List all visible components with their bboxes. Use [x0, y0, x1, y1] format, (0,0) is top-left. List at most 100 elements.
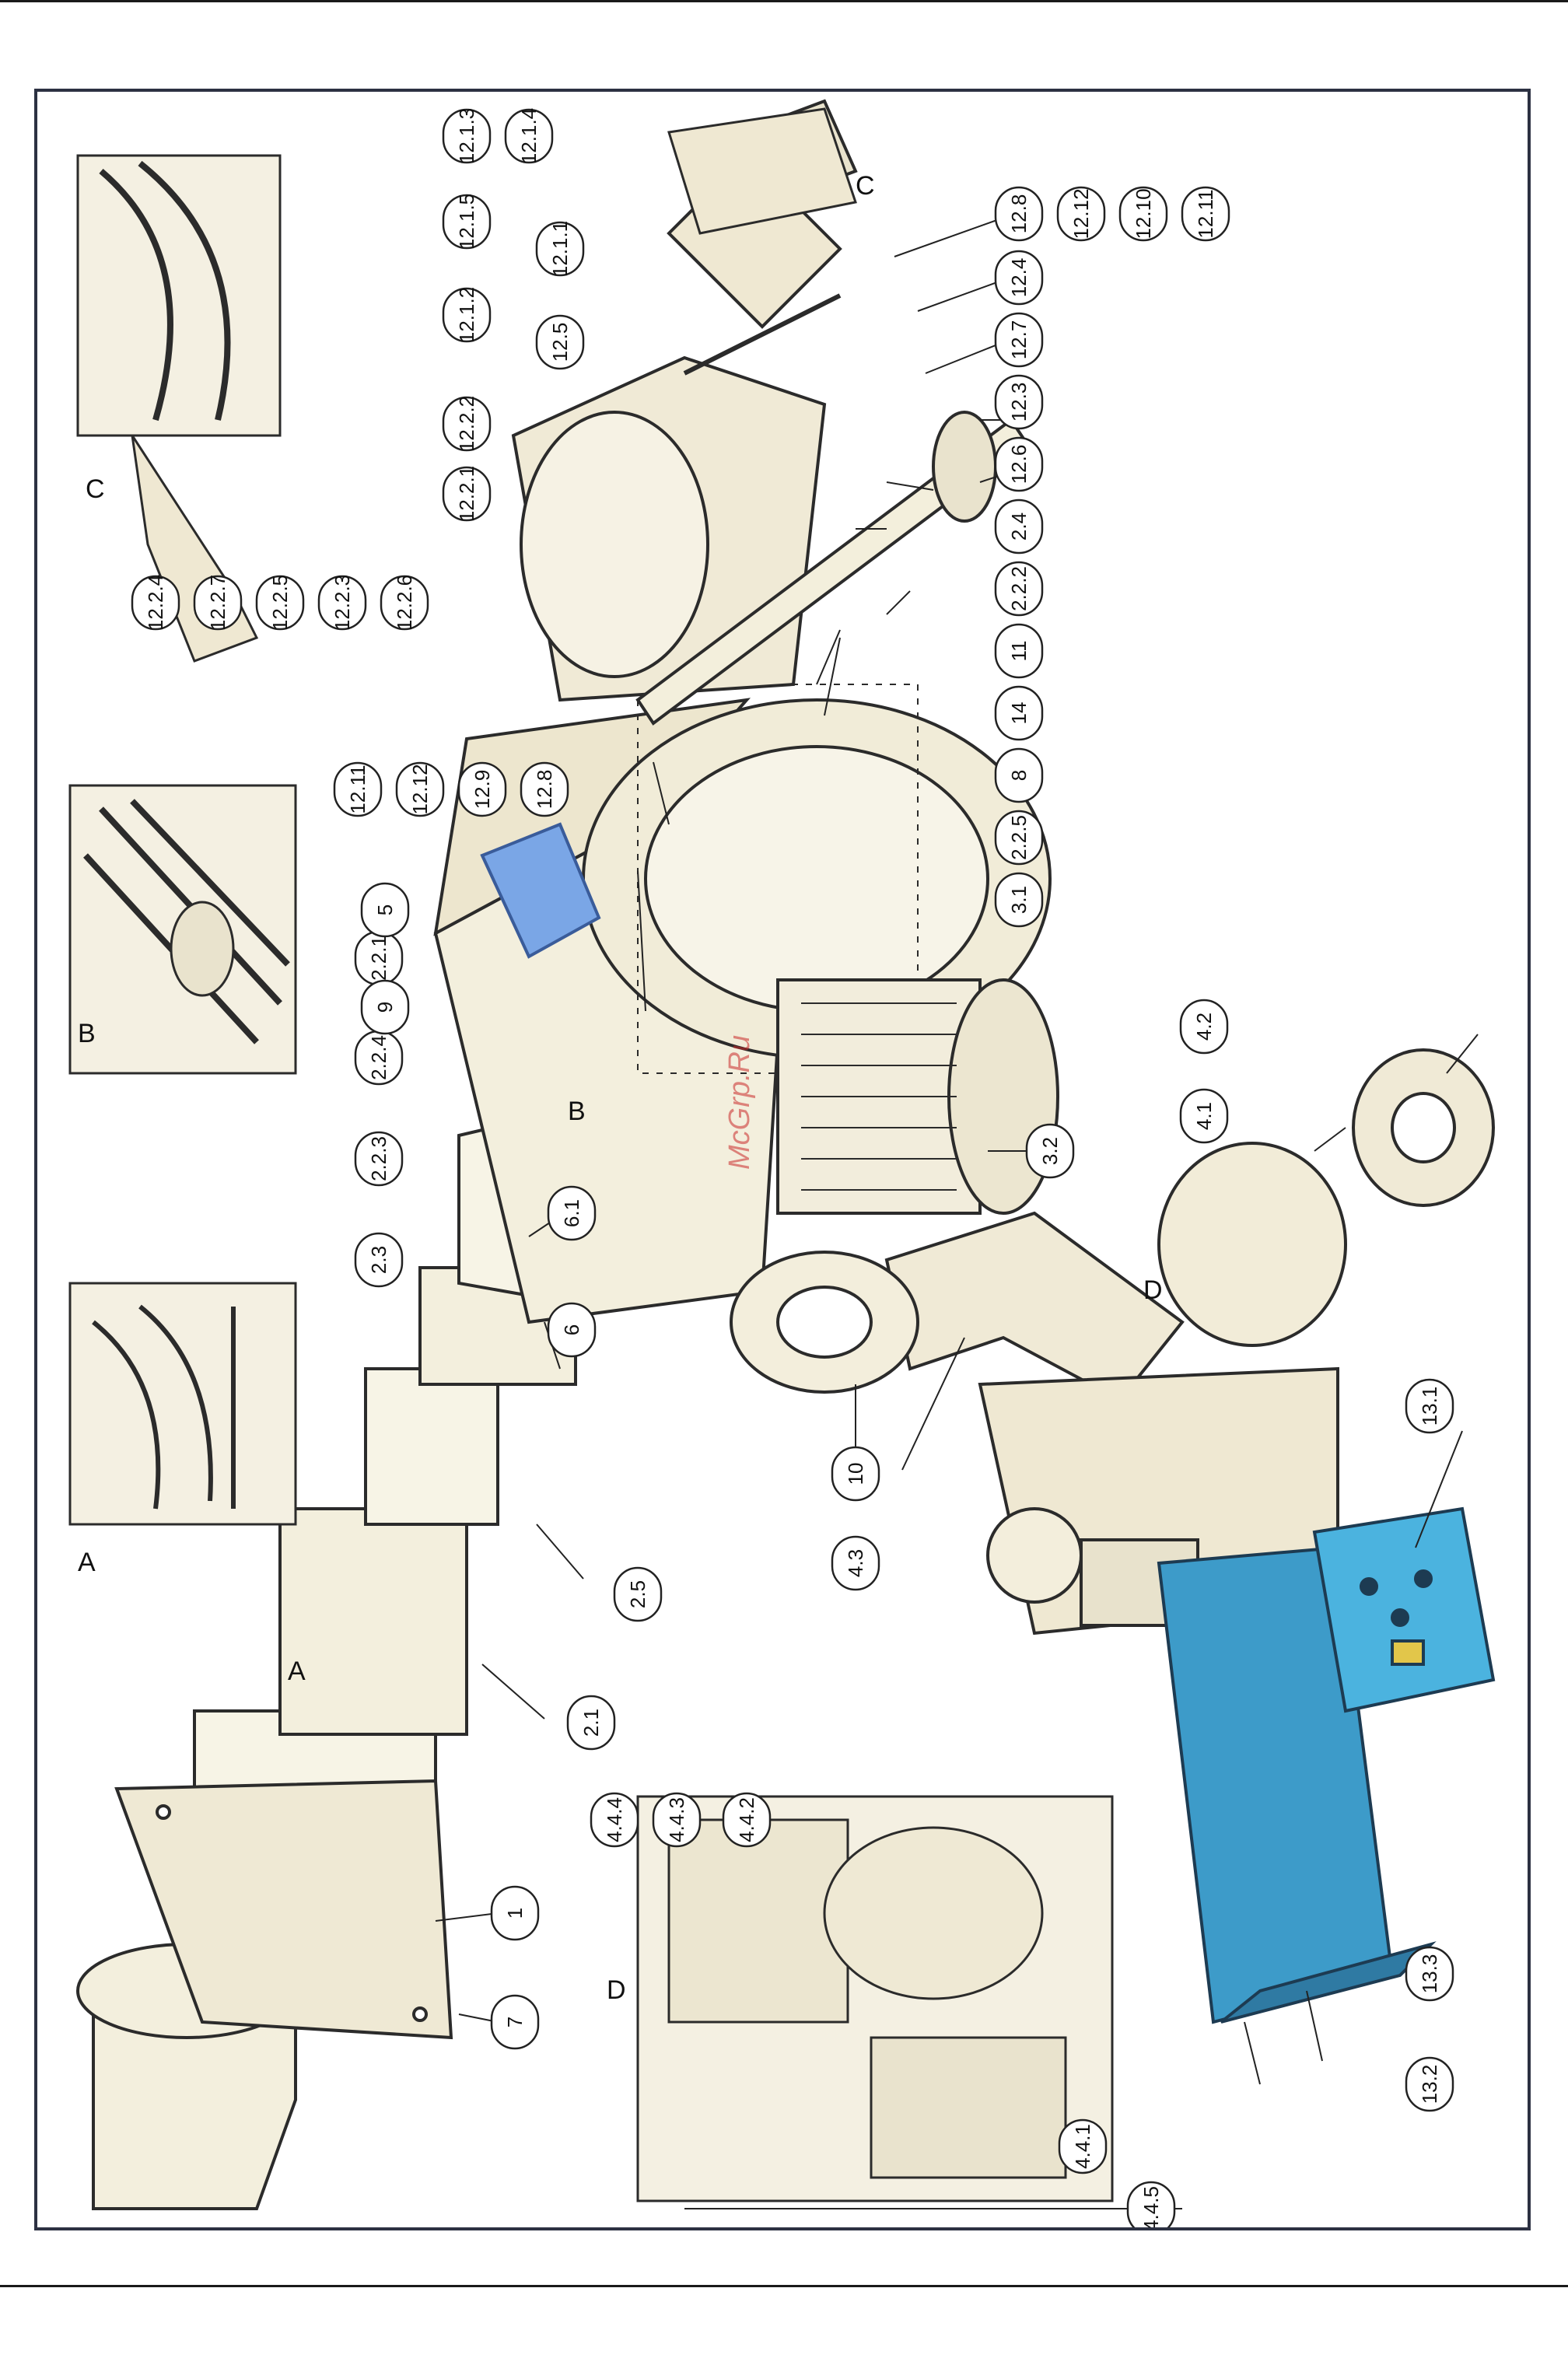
callout-4-4-3: 4.4.3 — [652, 1792, 702, 1848]
svg-text:12.8: 12.8 — [1007, 194, 1031, 234]
svg-text:2.2.5: 2.2.5 — [1007, 815, 1031, 860]
callout-12-2-5: 12.2.5 — [255, 575, 305, 631]
svg-text:12.2.2: 12.2.2 — [455, 396, 478, 452]
svg-text:2.3: 2.3 — [367, 1246, 390, 1274]
svg-text:2.2.2: 2.2.2 — [1007, 566, 1031, 611]
svg-text:11: 11 — [1007, 641, 1031, 662]
burner-exploded-diagram: A B C C D D B A — [68, 99, 1496, 2227]
svg-text:12.2.7: 12.2.7 — [206, 575, 229, 631]
callout-2-2-2: 2.2.2 — [994, 561, 1044, 617]
callout-4-1: 4.1 — [1179, 1088, 1229, 1144]
section-label-b: B — [78, 1019, 96, 1048]
svg-text:12.1.3: 12.1.3 — [455, 108, 478, 164]
svg-text:4.4.3: 4.4.3 — [665, 1797, 688, 1842]
callout-12-7: 12.7 — [994, 312, 1044, 368]
callout-4-3: 4.3 — [831, 1535, 880, 1591]
ignition-lance — [635, 411, 1029, 726]
svg-text:12.11: 12.11 — [1194, 189, 1217, 238]
callout-14: 14 — [994, 685, 1044, 741]
gas-inlet-flanges — [1157, 1048, 1495, 1347]
callout-12-1-5: 12.1.5 — [442, 194, 492, 250]
callout-2-3: 2.3 — [354, 1232, 404, 1288]
svg-text:4.4.4: 4.4.4 — [603, 1797, 626, 1842]
coupling — [730, 1251, 919, 1394]
svg-text:2.2.4: 2.2.4 — [367, 1035, 390, 1080]
callout-10: 10 — [831, 1446, 880, 1502]
gas-pipe — [884, 1211, 1185, 1402]
callout-12-5: 12.5 — [535, 314, 585, 370]
svg-text:12.10: 12.10 — [1132, 188, 1155, 239]
callout-12-2-2: 12.2.2 — [442, 396, 492, 452]
callout-12-2-6: 12.2.6 — [380, 575, 429, 631]
callout-3-1: 3.1 — [994, 872, 1044, 928]
detail-c: C — [76, 154, 282, 663]
fan-motor — [776, 978, 1059, 1215]
callout-1: 1 — [490, 1885, 540, 1941]
watermark: McGrp.Ru — [723, 1034, 756, 1170]
callout-4-2: 4.2 — [1179, 999, 1229, 1055]
callout-4-4-5: 4.4.5 — [1126, 2181, 1176, 2227]
callout-6-1: 6.1 — [547, 1185, 597, 1241]
svg-text:1: 1 — [503, 1908, 527, 1919]
svg-text:2.5: 2.5 — [626, 1580, 649, 1608]
callout-12-3: 12.3 — [994, 374, 1044, 430]
svg-text:14: 14 — [1007, 702, 1031, 725]
control-cabinet — [1157, 1506, 1496, 2024]
callout-12-2-7: 12.2.7 — [193, 575, 243, 631]
callout-12-2-4: 12.2.4 — [131, 575, 180, 631]
svg-text:13.2: 13.2 — [1418, 2065, 1441, 2104]
callout-12-12b: 12.12 — [1056, 186, 1106, 242]
callout-12-2-3: 12.2.3 — [317, 575, 367, 631]
callout-4-4-1: 4.4.1 — [1058, 2118, 1108, 2174]
svg-text:12.2.6: 12.2.6 — [393, 575, 416, 631]
callout-2-5: 2.5 — [613, 1566, 663, 1622]
svg-text:13.1: 13.1 — [1418, 1387, 1441, 1426]
svg-text:4.4.2: 4.4.2 — [735, 1797, 758, 1842]
callout-2-1: 2.1 — [566, 1695, 616, 1751]
svg-text:12.12: 12.12 — [1069, 188, 1093, 239]
section-label-c-left: C — [86, 474, 105, 504]
callout-12-1-3: 12.1.3 — [442, 108, 492, 164]
svg-text:4.4.5: 4.4.5 — [1139, 2186, 1163, 2227]
svg-text:2.4: 2.4 — [1007, 513, 1031, 541]
section-label-c-right: C — [856, 171, 875, 201]
svg-text:2.2.1: 2.2.1 — [367, 936, 390, 981]
svg-text:12.11: 12.11 — [346, 764, 369, 813]
svg-text:9: 9 — [373, 1002, 397, 1013]
svg-text:8: 8 — [1007, 770, 1031, 781]
callout-2-2-1: 2.2.1 — [354, 930, 404, 986]
callout-9: 9 — [360, 979, 410, 1035]
callout-12-1-4: 12.1.4 — [504, 108, 554, 164]
callout-12-1-2: 12.1.2 — [442, 287, 492, 343]
svg-text:2.2.3: 2.2.3 — [367, 1136, 390, 1181]
svg-text:12.1.5: 12.1.5 — [455, 194, 478, 250]
svg-text:12.5: 12.5 — [548, 323, 572, 362]
svg-text:4.4.1: 4.4.1 — [1071, 2124, 1094, 2169]
callout-12-12a: 12.12 — [395, 761, 445, 817]
callout-12-11b: 12.11 — [1181, 186, 1230, 242]
svg-text:5: 5 — [373, 904, 397, 915]
callout-4-4-2: 4.4.2 — [722, 1792, 772, 1848]
callout-12-11a: 12.11 — [333, 761, 383, 817]
leader-lines — [435, 217, 1479, 2209]
svg-text:10: 10 — [844, 1463, 867, 1485]
callout-5: 5 — [360, 882, 410, 938]
svg-text:12.8: 12.8 — [533, 770, 556, 810]
control-box-9 — [480, 822, 601, 959]
detail-a: A — [68, 1282, 297, 1577]
callout-6: 6 — [547, 1302, 597, 1358]
svg-text:4.1: 4.1 — [1192, 1102, 1216, 1130]
callout-2-4: 2.4 — [994, 499, 1044, 555]
svg-text:12.12: 12.12 — [408, 764, 432, 814]
detail-b: B — [68, 784, 297, 1075]
section-label-d: D — [607, 1975, 626, 2005]
svg-text:6: 6 — [560, 1324, 583, 1335]
callout-13-2: 13.2 — [1405, 2056, 1454, 2112]
callout-12-6: 12.6 — [994, 436, 1044, 492]
svg-text:12.9: 12.9 — [471, 770, 494, 810]
section-label-a: A — [78, 1548, 96, 1577]
callout-3-2: 3.2 — [1025, 1123, 1075, 1179]
callouts: 1 7 2.1 2.5 6 6.1 2.2.1 2.2.4 2.2.3 2.3 … — [131, 108, 1454, 2227]
svg-text:4.3: 4.3 — [844, 1549, 867, 1577]
air-inlet-casing — [511, 355, 827, 702]
